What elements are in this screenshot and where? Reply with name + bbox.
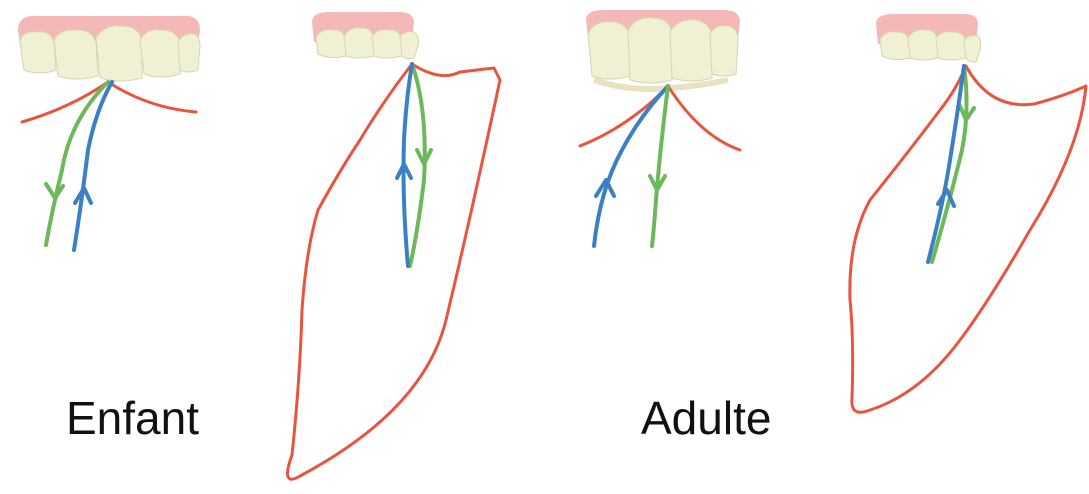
adult-front-teeth-icon bbox=[586, 10, 740, 89]
adult-front-blue-path bbox=[594, 86, 668, 246]
child-side-contour bbox=[288, 64, 501, 479]
adult-side-view bbox=[850, 14, 1086, 412]
child-label: Enfant bbox=[66, 395, 199, 441]
child-front-view bbox=[18, 16, 200, 250]
child-front-teeth-icon bbox=[18, 16, 200, 81]
adult-front-green-path bbox=[652, 86, 668, 246]
child-side-teeth-icon bbox=[312, 12, 419, 59]
adult-front-view bbox=[580, 10, 740, 246]
child-side-view bbox=[288, 12, 501, 479]
child-front-green-arrowhead bbox=[46, 184, 63, 198]
adult-label: Adulte bbox=[641, 395, 771, 441]
child-front-blue-path bbox=[74, 82, 112, 250]
adult-side-teeth-icon bbox=[876, 14, 981, 62]
